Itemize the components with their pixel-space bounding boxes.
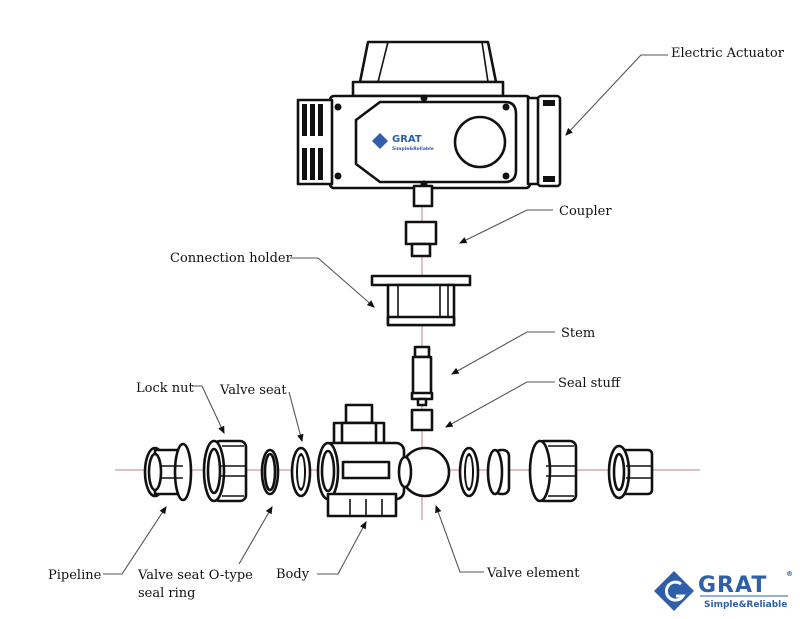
leader-stem (451, 331, 555, 375)
electric-actuator (296, 40, 562, 208)
label-seal-stuff: Seal stuff (558, 376, 622, 391)
label-connection-holder: Connection holder (170, 251, 293, 266)
brand-name: GRAT (698, 573, 767, 598)
grat-logo-icon (372, 133, 388, 149)
valve-element-ball (397, 446, 451, 498)
brand-registered-mark: ® (786, 570, 793, 578)
seal-stuff-part (410, 408, 434, 432)
coupler-part (404, 220, 438, 258)
valve-seat-left (290, 446, 312, 498)
brand-tagline: Simple&Reliable (704, 600, 787, 610)
actuator-badge-name: GRAT (392, 134, 422, 145)
connection-holder-part (370, 274, 472, 327)
label-coupler: Coupler (559, 204, 612, 219)
label-lock-nut: Lock nut (136, 381, 194, 396)
leader-valve-seat-oring (238, 506, 273, 565)
label-valve-seat: Valve seat (219, 383, 287, 398)
lock-nut-right (528, 439, 578, 503)
leader-pipeline (103, 506, 167, 575)
leader-valve-element (435, 504, 484, 573)
actuator-badge-tagline: Simple&Reliable (392, 146, 434, 152)
leader-seal-stuff (445, 381, 555, 428)
label-electric-actuator: Electric Actuator (671, 46, 785, 61)
pipeline-right (607, 444, 654, 500)
o-ring-seal-left (260, 448, 280, 496)
actuator-brand-badge: GRAT Simple&Reliable (372, 133, 434, 152)
brand-logo: GRAT ® Simple&Reliable (654, 570, 793, 611)
label-stem: Stem (561, 326, 595, 341)
leader-electric-actuator (565, 54, 668, 136)
leader-coupler (459, 209, 553, 244)
valve-seat-right (458, 446, 480, 498)
label-pipeline: Pipeline (48, 568, 102, 583)
lock-nut-left (202, 439, 248, 503)
valve-body (316, 403, 406, 518)
label-valve-element: Valve element (486, 566, 580, 581)
label-body: Body (276, 567, 310, 582)
leader-lock-nut (192, 385, 225, 434)
label-valve-seat-oring-line1: Valve seat O-type (137, 568, 253, 583)
leader-connection-holder (290, 257, 375, 308)
leader-valve-seat (288, 391, 304, 443)
stem-part (410, 345, 434, 407)
leader-body (317, 521, 367, 575)
o-ring-seal-right (486, 448, 511, 496)
pipeline-left (143, 442, 193, 502)
grat-diamond-logo-icon (654, 571, 694, 611)
label-valve-seat-oring-line2: seal ring (138, 586, 195, 601)
